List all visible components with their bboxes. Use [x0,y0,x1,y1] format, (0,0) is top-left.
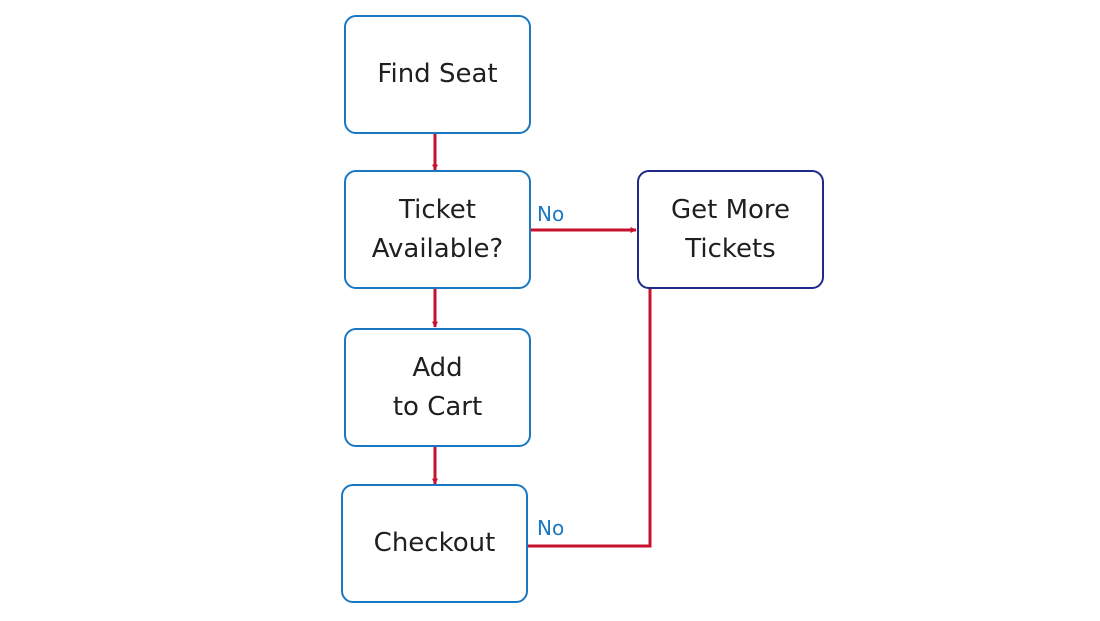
node-get-more-tickets-line-2: Tickets [685,233,776,264]
node-add-to-cart-line-1: Add [412,352,463,383]
node-find-seat-label: Find Seat [377,59,498,89]
node-ticket-available-line-2: Available? [371,233,504,264]
arrow-checkout-no-to-getmore [527,279,653,548]
node-checkout-label: Checkout [373,528,496,558]
edge-label-no-ticket: No [537,202,565,226]
node-get-more-tickets-line-1: Get More [670,194,791,225]
edge-label-no-checkout: No [537,516,565,540]
node-find-seat: Find Seat [344,15,531,134]
node-add-to-cart: Add to Cart [344,328,531,447]
node-get-more-tickets: Get More Tickets [637,170,824,289]
node-ticket-available: Ticket Available? [344,170,531,289]
node-checkout: Checkout [341,484,528,603]
node-add-to-cart-line-2: to Cart [392,391,483,422]
node-ticket-available-line-1: Ticket [399,194,476,225]
